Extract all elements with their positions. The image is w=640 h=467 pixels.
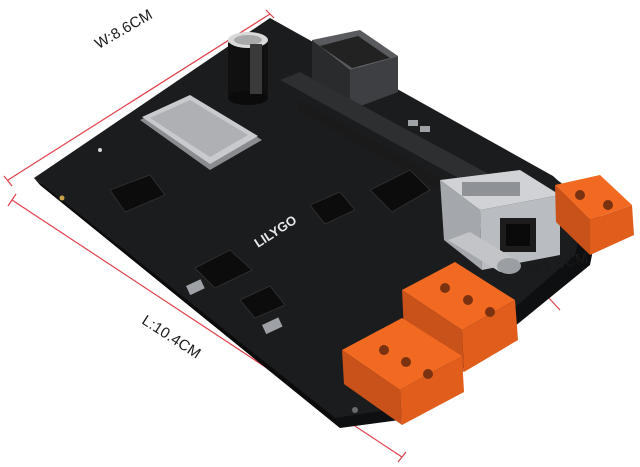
width-dimension-line bbox=[7, 13, 271, 181]
ethernet-transformer bbox=[312, 30, 398, 110]
esp32-module bbox=[140, 95, 262, 170]
electrolytic-capacitor bbox=[228, 32, 268, 105]
terminal-block-front bbox=[342, 318, 464, 425]
sma-connector bbox=[448, 232, 521, 274]
components bbox=[109, 169, 431, 319]
silver-parts bbox=[186, 120, 430, 335]
metal-shield bbox=[280, 72, 500, 210]
terminal-block-right bbox=[555, 175, 634, 255]
